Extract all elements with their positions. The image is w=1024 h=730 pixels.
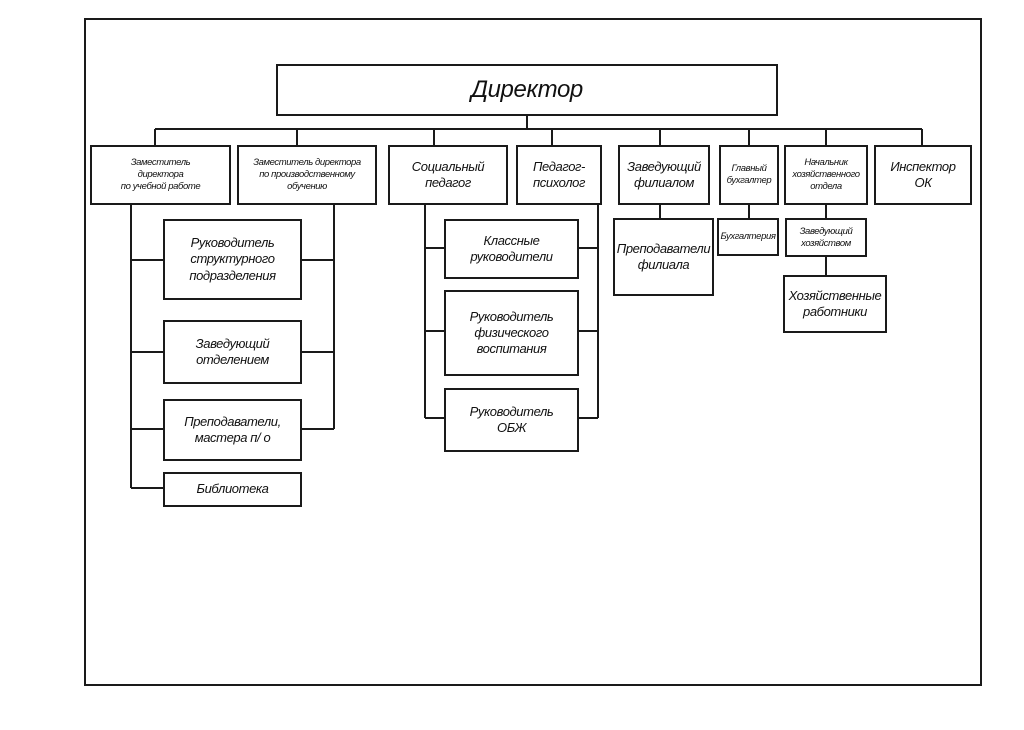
branch-teachers-box: Преподаватели филиала	[613, 218, 714, 296]
inspector-box: Инспектор ОК	[874, 145, 972, 205]
deputy-production-label: Заместитель директора по производственно…	[253, 157, 361, 192]
household-head-box: Начальник хозяйственного отдела	[784, 145, 868, 205]
inspector-label: Инспектор ОК	[890, 158, 956, 190]
physical-education-head-label: Руководитель физического воспитания	[469, 308, 554, 357]
teachers-masters-box: Преподаватели, мастера п/ о	[163, 399, 302, 461]
class-teachers-box: Классные руководители	[444, 219, 579, 279]
household-workers-label: Хозяйственные работники	[788, 287, 882, 319]
household-head-label: Начальник хозяйственного отдела	[792, 157, 860, 192]
social-pedagogue-box: Социальный педагог	[388, 145, 508, 205]
psychologist-label: Педагог- психолог	[533, 158, 585, 190]
chief-accountant-box: Главный бухгалтер	[719, 145, 779, 205]
social-pedagogue-label: Социальный педагог	[411, 158, 485, 190]
obzh-head-box: Руководитель ОБЖ	[444, 388, 579, 452]
teachers-masters-label: Преподаватели, мастера п/ о	[184, 413, 281, 445]
director-label: Директор	[471, 76, 583, 103]
accounting-label: Бухгалтерия	[720, 231, 776, 243]
household-workers-box: Хозяйственные работники	[783, 275, 887, 333]
library-box: Библиотека	[163, 472, 302, 507]
branch-head-box: Заведующий филиалом	[618, 145, 710, 205]
class-teachers-label: Классные руководители	[470, 232, 553, 264]
housekeeper-box: Заведующий хозяйством	[785, 218, 867, 257]
structural-unit-head-box: Руководитель структурного подразделения	[163, 219, 302, 300]
obzh-head-label: Руководитель ОБЖ	[469, 403, 554, 435]
chief-accountant-label: Главный бухгалтер	[726, 163, 772, 186]
deputy-production-box: Заместитель директора по производственно…	[237, 145, 377, 205]
physical-education-head-box: Руководитель физического воспитания	[444, 290, 579, 376]
structural-unit-head-label: Руководитель структурного подразделения	[189, 235, 276, 283]
director-box: Директор	[276, 64, 778, 116]
library-label: Библиотека	[196, 481, 269, 497]
department-head-box: Заведующий отделением	[163, 320, 302, 384]
psychologist-box: Педагог- психолог	[516, 145, 602, 205]
deputy-academic-label: Заместитель директора по учебной работе	[120, 157, 201, 192]
deputy-academic-box: Заместитель директора по учебной работе	[90, 145, 231, 205]
branch-head-label: Заведующий филиалом	[627, 158, 701, 190]
branch-teachers-label: Преподаватели филиала	[616, 240, 711, 272]
accounting-box: Бухгалтерия	[717, 218, 779, 256]
department-head-label: Заведующий отделением	[195, 335, 270, 367]
diagram-frame	[84, 18, 982, 686]
housekeeper-label: Заведующий хозяйством	[799, 225, 853, 249]
